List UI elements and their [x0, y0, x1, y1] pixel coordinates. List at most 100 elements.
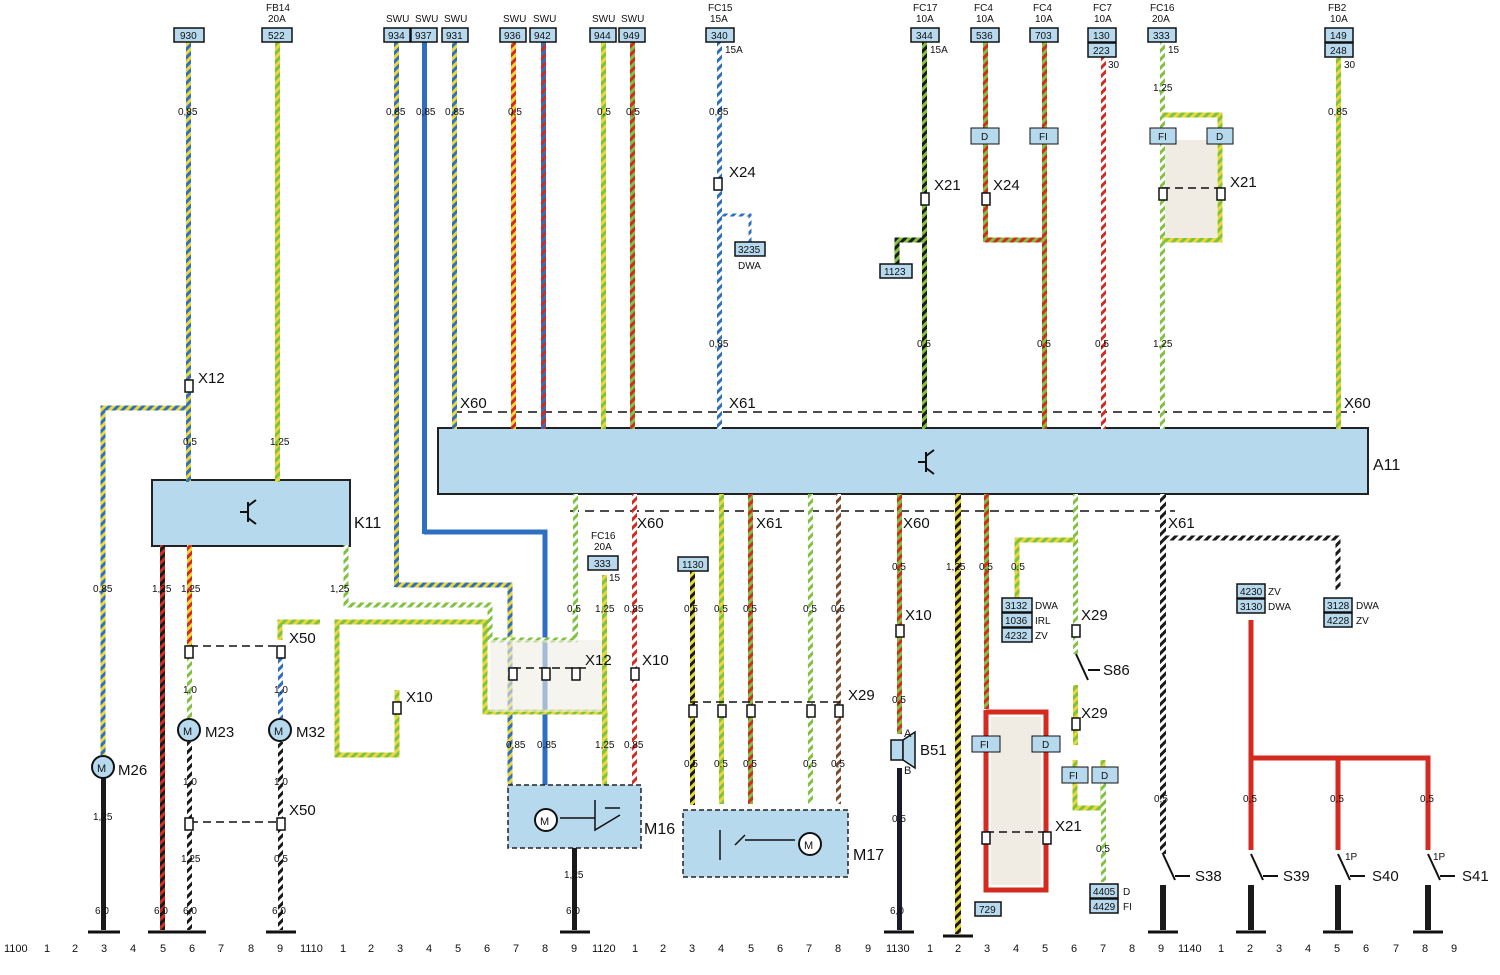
svg-text:6,0: 6,0	[183, 906, 197, 917]
wire-a11-4	[632, 494, 637, 784]
svg-text:5: 5	[160, 943, 166, 955]
wire-m32-top	[278, 650, 283, 718]
svg-text:0,85: 0,85	[709, 107, 729, 118]
grid-1100: 1100	[4, 943, 28, 955]
svg-text:1,25: 1,25	[1153, 339, 1173, 350]
wire-931	[452, 42, 457, 429]
b51-label: B51	[920, 742, 947, 759]
ref-248: 248	[1330, 46, 1347, 57]
fuse-fc4a-rating: 10A	[976, 14, 994, 25]
wire-gnd-s41	[1425, 885, 1431, 930]
svg-text:0,5: 0,5	[743, 604, 757, 615]
svg-text:1,25: 1,25	[595, 604, 615, 615]
svg-text:0,5: 0,5	[1095, 339, 1109, 350]
svg-text:0,85: 0,85	[1328, 107, 1348, 118]
fuse-fc7-rating: 10A	[1094, 14, 1112, 25]
ref-333: 333	[1153, 31, 1170, 42]
wire-344	[922, 42, 927, 429]
m17-motor-icon	[798, 832, 822, 856]
x60-label-b: X60	[1344, 395, 1371, 412]
svg-text:3: 3	[1276, 943, 1282, 955]
grid-1110: 1110	[300, 943, 323, 955]
svg-text:9: 9	[571, 943, 577, 955]
svg-text:9: 9	[865, 943, 871, 955]
wire-4405	[1101, 782, 1106, 882]
fuse-fb14-rating: 20A	[268, 14, 286, 25]
wire-729-loop	[983, 709, 1049, 893]
svg-text:0,85: 0,85	[93, 584, 113, 595]
svg-text:0,5: 0,5	[183, 437, 197, 448]
fuse-fc16b-rating: 20A	[594, 542, 612, 553]
a11-module	[437, 427, 1369, 495]
ref-3132: 3132	[1005, 601, 1028, 612]
svg-text:8: 8	[542, 943, 548, 955]
svg-text:0,5: 0,5	[567, 604, 581, 615]
svg-text:1,25: 1,25	[270, 437, 290, 448]
wire-k11-2	[187, 545, 192, 650]
ref-130: 130	[1093, 31, 1110, 42]
svg-text:1,25: 1,25	[152, 584, 172, 595]
pin-15-b: 15	[609, 573, 621, 584]
svg-text:1,25: 1,25	[564, 870, 584, 881]
tag-d-2: D	[1216, 132, 1223, 143]
svg-text:1: 1	[927, 943, 933, 955]
m17-switch-icon	[719, 830, 795, 860]
m26-motor-icon	[91, 755, 115, 779]
wire-a11-2	[1073, 494, 1078, 654]
wire-gnd-s38	[1160, 885, 1166, 930]
ref-729: 729	[979, 905, 996, 916]
bottom-grid: 1100 1 2 3 4 5 6 7 8 9 1110 1 2 3 4 5 6 …	[4, 943, 1457, 955]
x50-label-a: X50	[289, 630, 316, 647]
fuse-fc17-rating: 10A	[916, 14, 934, 25]
svg-text:4: 4	[1013, 943, 1019, 955]
svg-text:0,5: 0,5	[892, 695, 906, 706]
m26-label: M26	[118, 762, 147, 779]
svg-text:4: 4	[426, 943, 432, 955]
svg-text:0,5: 0,5	[274, 854, 288, 865]
grid-1140: 1140	[1178, 943, 1202, 955]
k11-transistor-icon	[240, 499, 257, 525]
wire-3235-branch	[719, 213, 752, 242]
svg-text:1: 1	[1218, 943, 1224, 955]
s40-label: S40	[1372, 868, 1399, 885]
k11-label: K11	[354, 515, 381, 532]
svg-text:7: 7	[1100, 943, 1106, 955]
svg-text:0,5: 0,5	[684, 604, 698, 615]
ref-4228-tag: ZV	[1356, 616, 1369, 627]
svg-text:1,25: 1,25	[181, 854, 201, 865]
wire-red-bus	[1248, 620, 1431, 850]
fuse-fc16-name: FC16	[1150, 3, 1175, 14]
svg-text:7: 7	[218, 943, 224, 955]
m32-motor-icon	[268, 718, 292, 742]
b51-pin-a: A	[904, 728, 912, 740]
wire-gnd-m16	[572, 848, 577, 930]
wire-130	[1101, 42, 1106, 429]
ref-1036: 1036	[1005, 616, 1028, 627]
ref-333b: 333	[594, 559, 611, 570]
fuse-fc4b-rating: 10A	[1035, 14, 1053, 25]
grid-1130: 1130	[886, 943, 910, 955]
wire-x61-6	[808, 494, 813, 804]
ref-936: 936	[504, 31, 521, 42]
swu-931: SWU	[444, 14, 467, 25]
fuse-fc4b-name: FC4	[1033, 3, 1052, 14]
svg-text:0,5: 0,5	[892, 562, 906, 573]
swu-949: SWU	[621, 14, 644, 25]
svg-text:6,0: 6,0	[566, 906, 580, 917]
m17-module	[682, 809, 849, 878]
x29-label-a: X29	[1081, 607, 1108, 624]
ground-bars	[88, 930, 1443, 938]
grid-1120: 1120	[592, 943, 616, 955]
x60-label-c: X60	[637, 515, 664, 532]
ref-3128: 3128	[1327, 601, 1350, 612]
x21-label-b: X21	[1230, 174, 1257, 191]
wire-b51	[897, 768, 902, 930]
ref-340: 340	[711, 31, 728, 42]
wire-gnd-s39	[1248, 885, 1254, 930]
ref-3130: 3130	[1240, 602, 1263, 613]
ref-4232-tag: ZV	[1035, 631, 1048, 642]
ref-3235-tag: DWA	[738, 261, 761, 272]
tag-d-3: D	[1042, 740, 1049, 751]
ref-934: 934	[388, 31, 405, 42]
svg-text:5: 5	[748, 943, 754, 955]
